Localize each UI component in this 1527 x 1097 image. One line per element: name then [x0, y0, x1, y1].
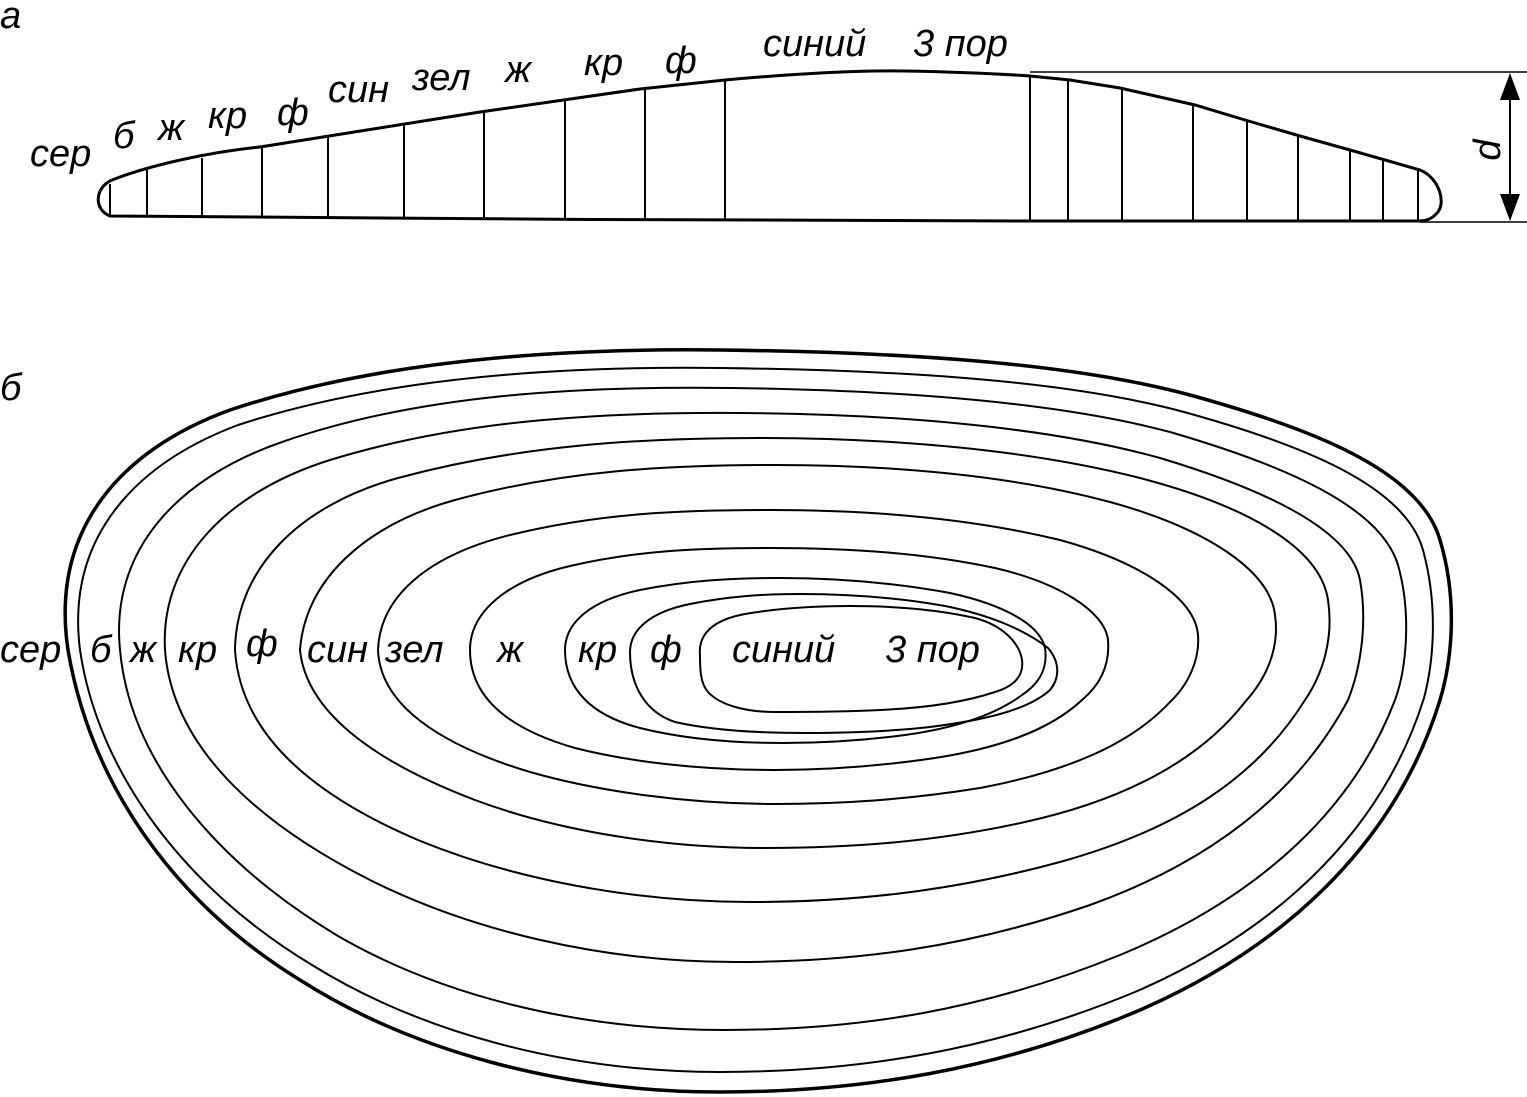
- fringe-ring: [77, 366, 1434, 1074]
- fringe-ring-outer: [63, 348, 1454, 1094]
- label-zh-2: ж: [503, 49, 533, 91]
- label-ser: сер: [0, 629, 61, 671]
- label-f: ф: [277, 92, 309, 134]
- fringe-ring: [298, 463, 1277, 850]
- fringe-rings: [63, 348, 1454, 1094]
- label-kr: кр: [208, 95, 247, 137]
- label-b: б: [90, 629, 113, 671]
- label-sin: син: [307, 629, 368, 671]
- fringe-ring: [563, 576, 1047, 745]
- label-3-por: 3 пор: [885, 629, 980, 671]
- label-f-2: ф: [650, 629, 682, 671]
- arrow-down-icon: [1500, 194, 1520, 221]
- label-zh: ж: [128, 629, 158, 671]
- panel-a-labels: сер б ж кр ф син зел ж кр ф синий 3 пор: [30, 23, 1008, 175]
- arrow-up-icon: [1500, 73, 1520, 100]
- label-b: б: [113, 115, 136, 157]
- label-f: ф: [246, 623, 278, 665]
- label-siniy: синий: [763, 23, 866, 65]
- panel-a: а: [0, 0, 1527, 223]
- label-ser: сер: [30, 133, 91, 175]
- panel-b-labels: сер б ж кр ф син зел ж кр ф синий 3 пор: [0, 623, 980, 671]
- panel-b-letter: б: [0, 367, 23, 409]
- panel-b: б сер б ж кр ф син зел ж кр ф: [0, 348, 1454, 1094]
- label-siniy: синий: [732, 629, 835, 671]
- label-kr-2: кр: [584, 42, 623, 84]
- fringe-ring-innermost: [698, 604, 1024, 714]
- film-profile-outline: [96, 69, 1443, 223]
- label-zh-2: ж: [495, 629, 525, 671]
- fringe-lines: [109, 76, 1419, 221]
- label-sin: син: [328, 69, 389, 111]
- fringe-ring: [118, 386, 1408, 1032]
- fringe-ring: [233, 436, 1331, 904]
- label-3-por: 3 пор: [913, 23, 1008, 65]
- panel-a-letter: а: [0, 0, 21, 37]
- fringe-ring: [628, 592, 1059, 735]
- fringe-ring: [376, 508, 1200, 806]
- fringe-ring: [163, 411, 1365, 964]
- label-zh: ж: [156, 107, 186, 149]
- label-f-2: ф: [665, 40, 697, 82]
- thickness-dimension: d: [1030, 71, 1527, 223]
- label-zel: зел: [411, 57, 471, 99]
- label-zel: зел: [384, 629, 444, 671]
- dimension-label: d: [1467, 138, 1509, 161]
- fringe-ring: [468, 546, 1110, 772]
- label-kr-2: кр: [578, 629, 617, 671]
- label-kr: кр: [178, 629, 217, 671]
